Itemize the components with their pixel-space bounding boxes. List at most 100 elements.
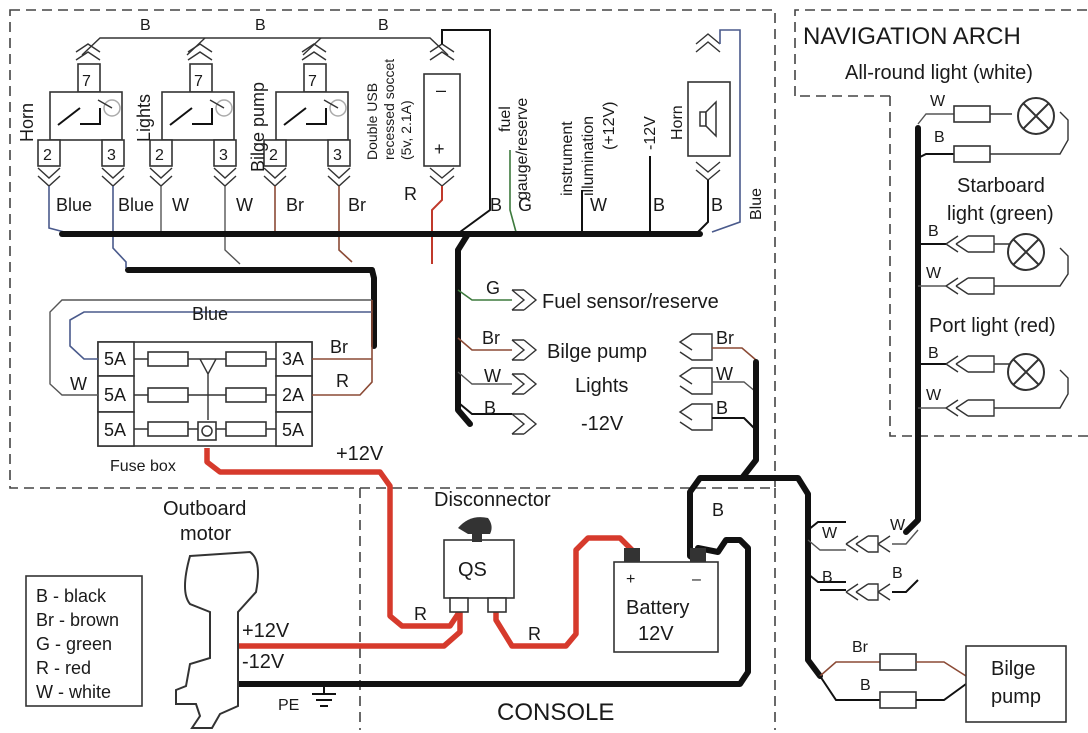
region-borders [9, 9, 1088, 730]
svg-text:Br: Br [286, 195, 304, 215]
switch-wires [48, 29, 709, 268]
svg-text:W: W [236, 195, 253, 215]
svg-text:7: 7 [308, 73, 317, 90]
svg-text:B - black: B - black [36, 586, 107, 606]
outboard-label-2: motor [180, 523, 231, 545]
svg-text:W: W [70, 374, 87, 394]
connector-fuel-sensor: Fuel sensor/reserve [542, 291, 719, 313]
fuse-box: 5A 5A 5A 3A 2A 5A Fuse box [97, 341, 313, 475]
bilge-pump-label-2: pump [991, 686, 1041, 708]
middle-connectors: G Br W B Fuel sensor/reserve Bilge pump … [457, 278, 757, 435]
svg-text:3A: 3A [282, 349, 304, 369]
svg-text:W: W [926, 387, 942, 404]
qs-label: QS [458, 559, 487, 581]
navigation-arch-region [794, 9, 1088, 437]
main-harness [59, 231, 703, 427]
svg-text:B: B [928, 223, 939, 240]
nav-allround-label: All-round light (white) [845, 62, 1033, 84]
gauge-horn: Horn [669, 105, 686, 140]
switch-bilge: 7 2 3 Bilge pump [248, 43, 351, 187]
svg-text:W: W [890, 517, 906, 534]
svg-text:B: B [490, 195, 502, 215]
plus12-label: +12V [336, 443, 384, 465]
svg-text:2A: 2A [282, 385, 304, 405]
svg-text:Br: Br [852, 639, 869, 656]
bus-label-b2: B [255, 17, 266, 34]
outboard-plus12: +12V [242, 620, 290, 642]
svg-text:3: 3 [333, 147, 342, 164]
dashboard-region [9, 9, 776, 489]
svg-text:Br: Br [482, 328, 500, 348]
nav-starboard-label-2: light (green) [947, 203, 1054, 225]
outboard-motor: Outboard motor +12V -12V PE [163, 498, 336, 729]
svg-text:W: W [484, 366, 501, 386]
svg-text:–: – [692, 571, 701, 588]
gauge-instr-1: instrument [559, 121, 576, 196]
svg-text:Br: Br [330, 337, 348, 357]
switch-label-bilge: Bilge pump [248, 82, 268, 172]
svg-text:Br - brown: Br - brown [36, 610, 119, 630]
svg-text:W: W [930, 93, 946, 110]
gauge-fuel-2: gauge/reserve [514, 98, 531, 200]
gauge-minus12: -12V [642, 116, 659, 150]
svg-text:R: R [528, 624, 541, 644]
battery-label-1: Battery [626, 597, 689, 619]
svg-text:Blue: Blue [118, 195, 154, 215]
svg-text:5A: 5A [104, 385, 126, 405]
svg-text:7: 7 [82, 73, 91, 90]
svg-text:–: – [436, 80, 446, 100]
switch-label-horn: Horn [17, 103, 37, 142]
color-legend: B - black Br - brown G - green R - red W… [25, 575, 143, 707]
svg-text:Br: Br [348, 195, 366, 215]
svg-text:B: B [712, 500, 724, 520]
gauge-fuel-1: fuel [497, 106, 514, 132]
svg-text:W: W [926, 265, 942, 282]
svg-text:B: B [822, 569, 833, 586]
svg-text:2: 2 [43, 147, 52, 164]
svg-text:G - green: G - green [36, 634, 112, 654]
disconnector-label: Disconnector [434, 489, 551, 511]
svg-text:2: 2 [155, 147, 164, 164]
svg-text:3: 3 [219, 147, 228, 164]
fuse-box-label: Fuse box [110, 458, 176, 475]
connector-lights: Lights [575, 375, 628, 397]
console-region [359, 488, 776, 730]
svg-text:Br: Br [716, 328, 734, 348]
svg-text:W: W [172, 195, 189, 215]
svg-text:B: B [928, 345, 939, 362]
switch-horn: 7 2 3 Horn [17, 43, 125, 187]
arch-connectors: W B W B [807, 517, 919, 601]
svg-text:B: B [711, 195, 723, 215]
horn-wire-blue: Blue [748, 188, 765, 220]
usb-label-1: Double USB [364, 83, 380, 160]
svg-text:Blue: Blue [192, 304, 228, 324]
svg-text:W: W [822, 525, 838, 542]
svg-text:5A: 5A [104, 349, 126, 369]
svg-text:2: 2 [269, 147, 278, 164]
svg-text:3: 3 [107, 147, 116, 164]
navigation-arch-title: NAVIGATION ARCH [803, 23, 1021, 50]
svg-text:B: B [860, 677, 871, 694]
bilge-pump-label-1: Bilge [991, 658, 1035, 680]
svg-text:B: B [934, 129, 945, 146]
bilge-pump-console: Bilge pump Br B [819, 639, 1067, 723]
svg-text:7: 7 [194, 73, 203, 90]
svg-text:B: B [892, 565, 903, 582]
svg-text:B: B [484, 398, 496, 418]
nav-starboard-label-1: Starboard [957, 175, 1045, 197]
connector-bilge: Bilge pump [547, 341, 647, 363]
usb-label-2: recessed soccet [381, 59, 397, 160]
svg-text:W: W [590, 195, 607, 215]
svg-text:5A: 5A [104, 420, 126, 440]
top-b-bus: B B B [81, 17, 449, 56]
usb-label-3: (5v, 2.1A) [398, 100, 414, 160]
svg-text:B: B [716, 398, 728, 418]
svg-text:+: + [626, 571, 635, 588]
outboard-minus12: -12V [242, 651, 285, 673]
svg-text:R - red: R - red [36, 658, 91, 678]
svg-text:R: R [414, 604, 427, 624]
bus-label-b3: B [378, 17, 389, 34]
nav-port-label: Port light (red) [929, 315, 1056, 337]
